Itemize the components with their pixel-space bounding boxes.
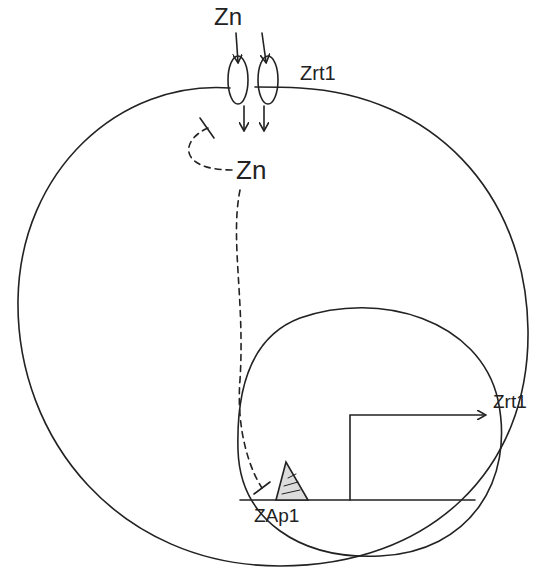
text-label: Zn: [214, 4, 242, 30]
nucleus: [238, 308, 502, 557]
zinc-arrow: [262, 33, 266, 62]
text-label: Zn: [236, 156, 266, 185]
gene-arrow: [350, 415, 485, 500]
text-label: ZAp1: [254, 506, 299, 527]
zinc-arrow: [243, 106, 245, 130]
transporter: [228, 56, 248, 104]
zinc-arrow: [263, 106, 265, 130]
zinc-arrow: [236, 33, 238, 62]
transporter: [258, 56, 278, 104]
signal-dashed: [189, 128, 232, 170]
text-label: Zrt1: [493, 392, 527, 413]
cell-membrane: [18, 87, 528, 566]
inhibition-bar: [254, 482, 270, 494]
signal-dashed: [236, 190, 262, 488]
zap1-scribble: [282, 474, 300, 494]
zap1-protein: [276, 462, 308, 500]
text-label: Zrt1: [300, 62, 336, 84]
